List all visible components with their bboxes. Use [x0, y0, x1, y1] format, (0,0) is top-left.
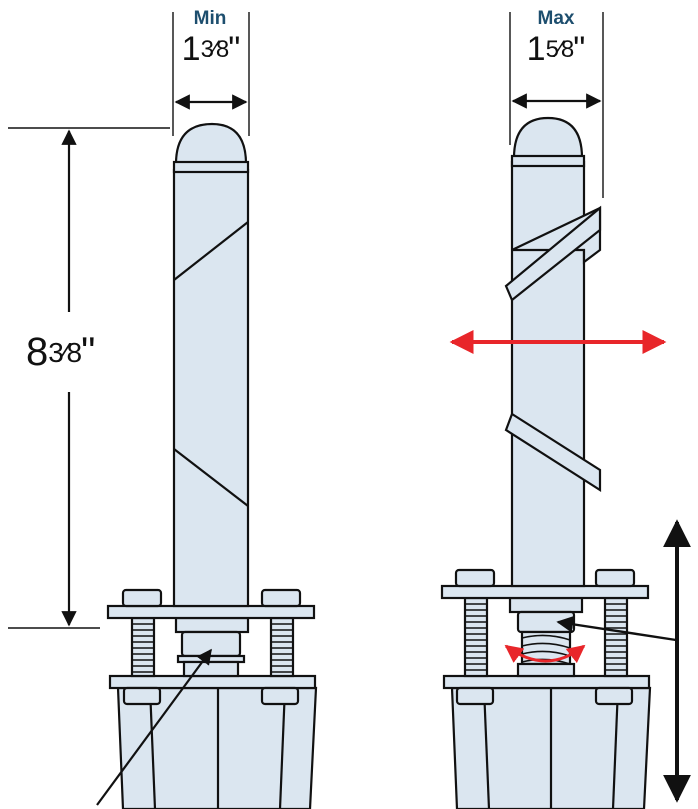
max-top-nut-right	[594, 568, 636, 588]
max-base-sleeve	[450, 686, 652, 809]
max-width-label: 15⁄8"	[526, 30, 586, 68]
height-label: 83⁄8"	[26, 330, 96, 374]
min-bottom-nut-right	[260, 686, 300, 706]
leader-arrow-icon	[556, 615, 677, 642]
leader-arrow-icon	[96, 648, 212, 806]
max-heading: Max	[537, 8, 575, 29]
min-threaded-rod-right	[269, 616, 295, 678]
min-post-cap	[174, 122, 248, 166]
max-threaded-rod-right	[603, 596, 629, 678]
max-adjuster-stem	[516, 662, 576, 678]
min-post-shaft	[172, 168, 250, 608]
min-bottom-nut-left	[122, 686, 162, 706]
max-threaded-rod-left	[463, 596, 489, 678]
min-width-dimension	[172, 12, 250, 136]
max-top-nut-left	[454, 568, 496, 588]
max-adjuster-collar	[508, 596, 584, 614]
max-width-dimension	[509, 12, 604, 198]
max-bottom-nut-left	[455, 686, 495, 706]
min-heading: Min	[193, 8, 227, 29]
min-threaded-rod-left	[130, 616, 156, 678]
max-upper-plate	[440, 584, 650, 600]
min-adjuster-collar	[174, 616, 250, 634]
min-width-label: 13⁄8"	[181, 30, 241, 68]
min-bollard	[106, 122, 318, 809]
rotation-arrow-icon	[504, 644, 586, 664]
height-dimension	[8, 127, 170, 629]
max-post-cap	[512, 116, 584, 160]
min-base-sleeve	[116, 686, 318, 809]
max-post-split-lower	[504, 412, 602, 493]
min-upper-plate	[106, 604, 316, 620]
min-top-nut-left	[121, 588, 163, 608]
min-adjuster-nut	[180, 630, 242, 658]
min-top-nut-right	[260, 588, 302, 608]
max-lower-plate	[442, 674, 651, 690]
min-lower-plate	[108, 674, 317, 690]
max-bollard	[440, 116, 652, 809]
max-bottom-nut-right	[594, 686, 634, 706]
